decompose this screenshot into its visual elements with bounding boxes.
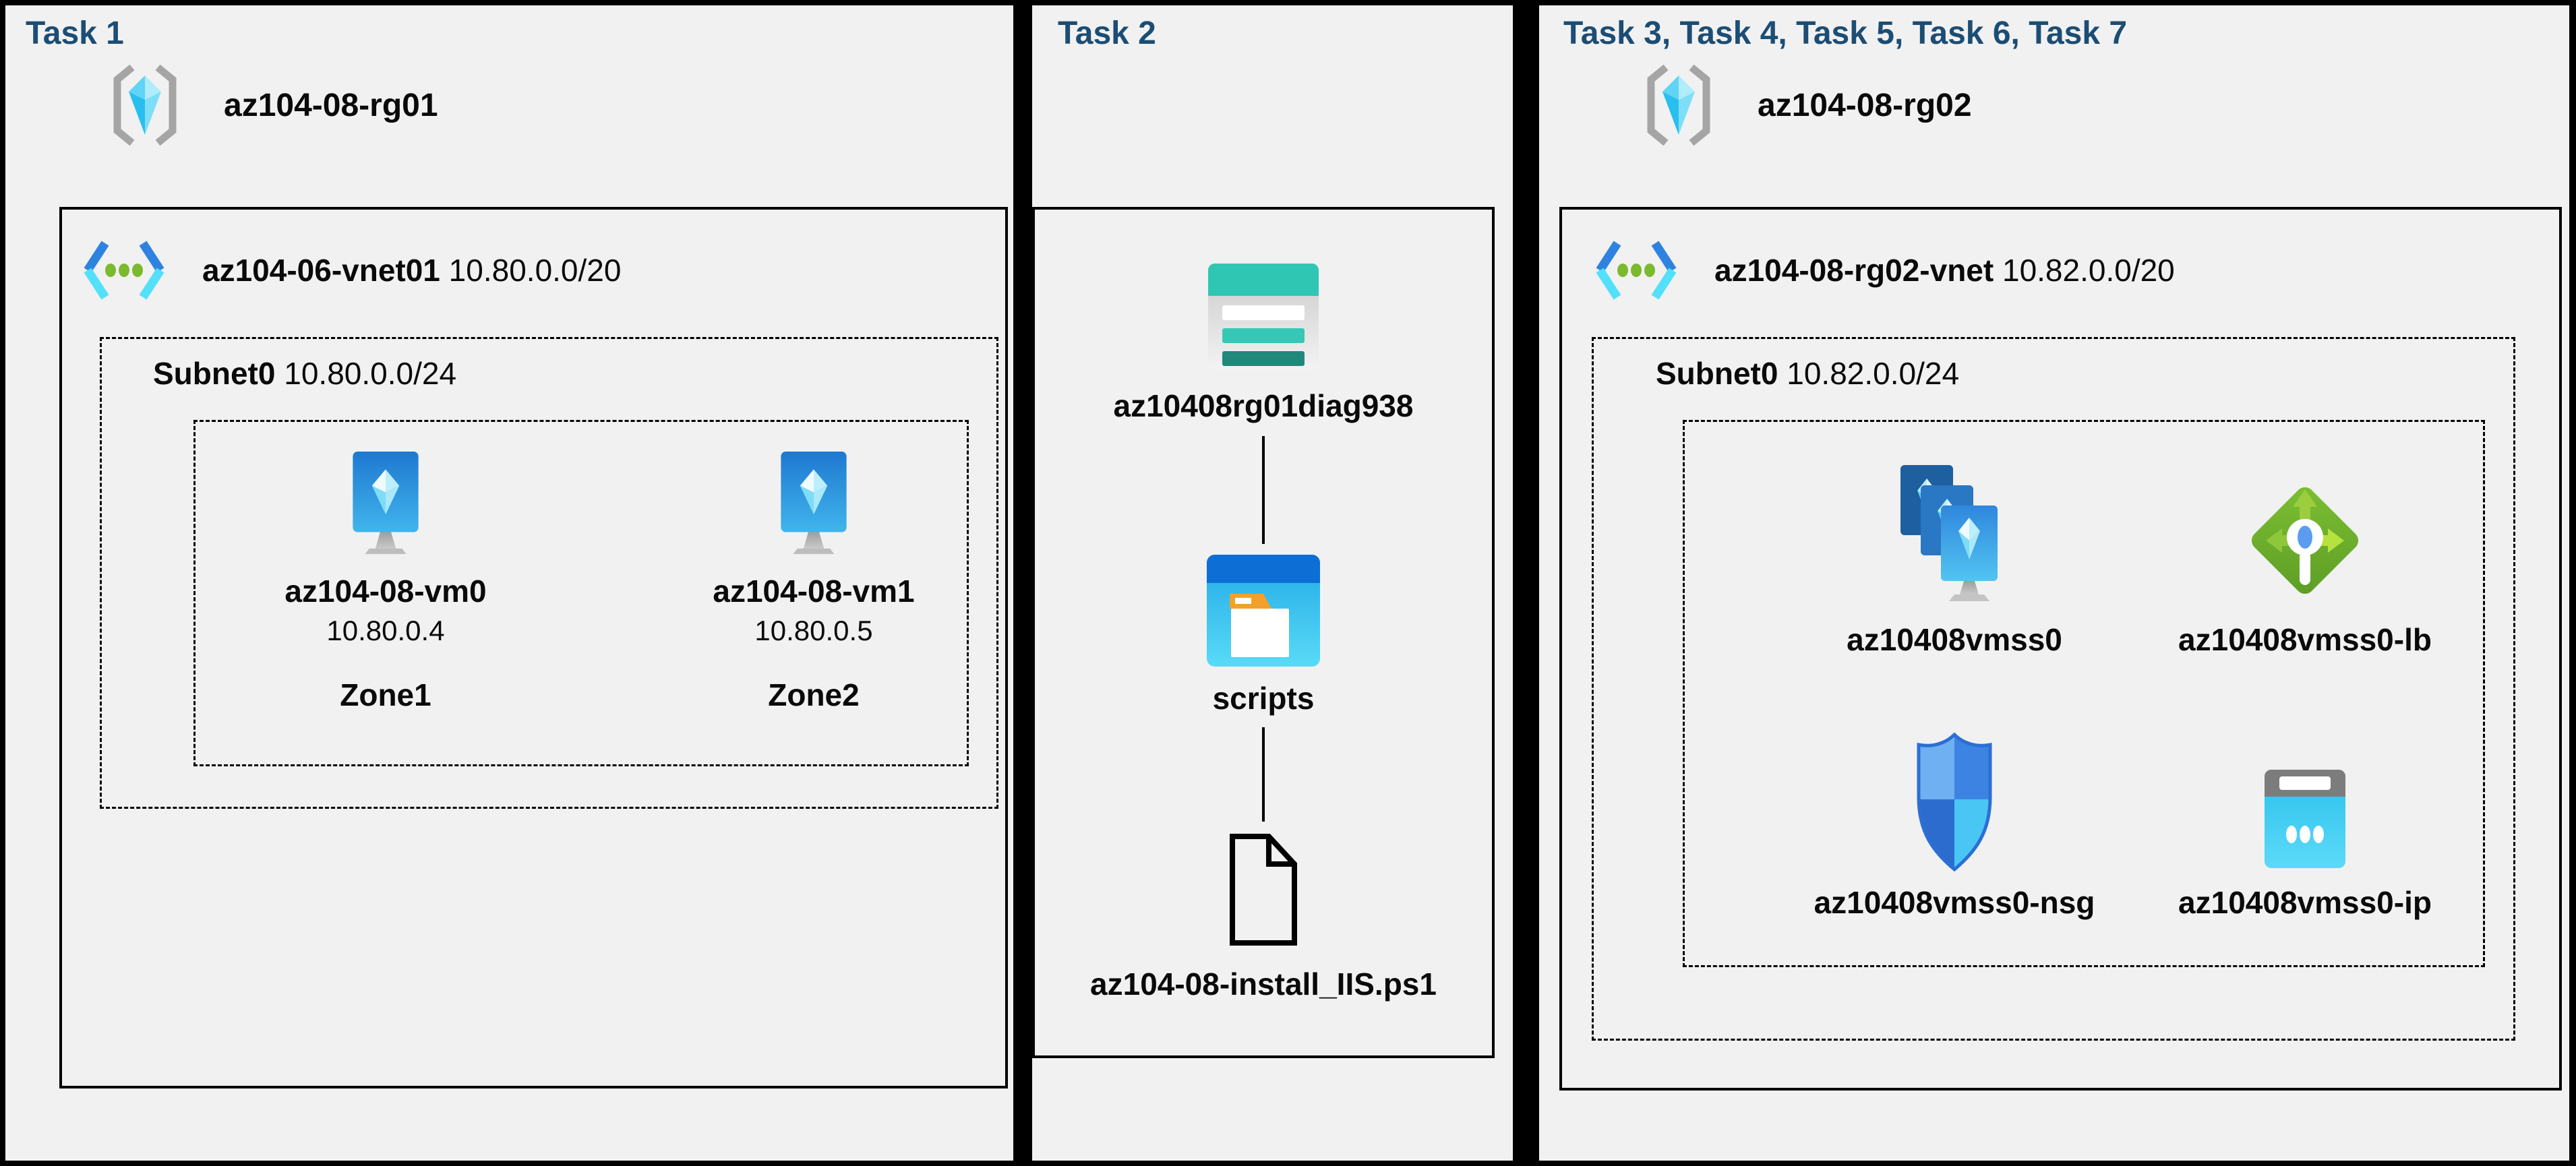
storage-flow-box: az10408rg01diag938 scripts az104-08-inst… xyxy=(1032,207,1495,1058)
subnet-box: Subnet0 10.80.0.0/24 az104-08-vm0 xyxy=(100,337,998,809)
vm-name: az104-08-vm0 xyxy=(284,574,487,609)
vm1-cell: az104-08-vm1 10.80.0.5 Zone2 xyxy=(638,452,989,713)
task2-panel: Task 2 az10408rg01diag938 xyxy=(1032,5,1513,1161)
vmss-cell: az10408vmss0 xyxy=(1766,453,2143,658)
vnet-row: az104-06-vnet01 10.80.0.0/20 xyxy=(80,237,621,304)
vnet-label: az104-08-rg02-vnet 10.82.0.0/20 xyxy=(1714,252,2175,288)
vm-zone: Zone2 xyxy=(768,677,860,712)
task3-panel: Task 3, Task 4, Task 5, Task 6, Task 7 a… xyxy=(1539,5,2569,1161)
public-ip-cell: az10408vmss0-ip xyxy=(2116,729,2494,921)
resource-group-icon xyxy=(113,64,177,146)
resource-group-row: az104-08-rg01 xyxy=(105,62,438,148)
vnet-row: az104-08-rg02-vnet 10.82.0.0/20 xyxy=(1592,237,2175,304)
vnet-box: az104-06-vnet01 10.80.0.0/20 Subnet0 10.… xyxy=(59,207,1008,1088)
container-name: scripts xyxy=(1212,681,1315,716)
virtual-network-icon xyxy=(1596,241,1677,300)
subnet-label: Subnet0 10.80.0.0/24 xyxy=(153,355,456,392)
nsg-name: az10408vmss0-nsg xyxy=(1814,885,2095,920)
subnet-cidr: 10.82.0.0/24 xyxy=(1787,356,1960,391)
resource-group-icon xyxy=(1647,64,1710,146)
public-ip-icon xyxy=(2265,770,2345,868)
vm-zone: Zone1 xyxy=(340,677,431,712)
load-balancer-name: az10408vmss0-lb xyxy=(2178,622,2432,657)
storage-account-name: az10408rg01diag938 xyxy=(1113,388,1414,423)
virtual-machine-icon xyxy=(781,452,847,554)
vnet-cidr: 10.82.0.0/20 xyxy=(2002,253,2175,288)
blob-container-icon xyxy=(1207,555,1320,667)
subnet-name: Subnet0 xyxy=(1656,356,1778,391)
nsg-cell: az10408vmss0-nsg xyxy=(1766,729,2143,921)
vnet-name: az104-06-vnet01 xyxy=(202,253,440,288)
load-balancer-cell: az10408vmss0-lb xyxy=(2116,453,2494,658)
vnet-box: az104-08-rg02-vnet 10.82.0.0/20 Subnet0 … xyxy=(1559,207,2562,1091)
vnet-label: az104-06-vnet01 10.80.0.0/20 xyxy=(202,252,621,288)
connector-line xyxy=(1262,436,1265,544)
task3-title: Task 3, Task 4, Task 5, Task 6, Task 7 xyxy=(1563,16,2128,51)
subnet-cidr: 10.80.0.0/24 xyxy=(284,356,457,391)
connector-line xyxy=(1262,727,1265,822)
script-file-name: az104-08-install_IIS.ps1 xyxy=(1090,966,1437,1002)
vnet-name: az104-08-rg02-vnet xyxy=(1714,253,1994,288)
vm-scale-set-icon xyxy=(1900,465,1998,601)
task2-title: Task 2 xyxy=(1058,16,1156,51)
load-balancer-icon xyxy=(2251,487,2359,594)
script-file-icon xyxy=(1230,834,1297,946)
network-security-group-icon xyxy=(1917,732,1992,872)
vm-group-box: az104-08-vm0 10.80.0.4 Zone1 xyxy=(193,420,969,766)
vm0-cell: az104-08-vm0 10.80.0.4 Zone1 xyxy=(210,452,561,713)
resource-group-row: az104-08-rg02 xyxy=(1639,62,1972,148)
vm-ip: 10.80.0.4 xyxy=(326,615,445,646)
vmss-name: az10408vmss0 xyxy=(1847,622,2062,657)
vm-name: az104-08-vm1 xyxy=(713,574,915,609)
subnet-name: Subnet0 xyxy=(153,356,276,391)
storage-flow: az10408rg01diag938 scripts az104-08-inst… xyxy=(1035,210,1492,1002)
vm-ip: 10.80.0.5 xyxy=(754,615,873,646)
vnet-cidr: 10.80.0.0/20 xyxy=(448,253,622,288)
vmss-resource-box: az10408vmss0 xyxy=(1683,420,2485,967)
virtual-network-icon xyxy=(84,241,164,300)
resource-group-name: az104-08-rg02 xyxy=(1758,87,1972,123)
public-ip-name: az10408vmss0-ip xyxy=(2178,885,2432,920)
subnet-label: Subnet0 10.82.0.0/24 xyxy=(1656,355,1959,392)
storage-account-icon xyxy=(1208,264,1319,370)
resource-group-name: az104-08-rg01 xyxy=(224,87,438,123)
subnet-box: Subnet0 10.82.0.0/24 xyxy=(1592,337,2515,1041)
task1-panel: Task 1 az104-08-rg01 xyxy=(5,5,1013,1161)
virtual-machine-icon xyxy=(353,452,419,554)
task1-title: Task 1 xyxy=(26,16,124,51)
